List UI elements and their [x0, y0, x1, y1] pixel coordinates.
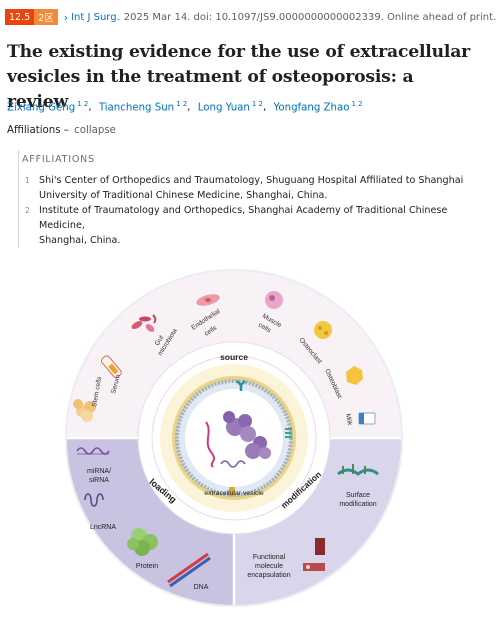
- serum-tube-icon: [100, 355, 122, 379]
- outer-ring-border: [65, 269, 403, 607]
- journal-link[interactable]: Int J Surg.: [71, 11, 120, 23]
- author-separator: ,: [88, 102, 92, 114]
- vesicle-lumen: [185, 389, 283, 487]
- dash-separator: –: [63, 125, 73, 136]
- author-separator: ,: [263, 102, 267, 114]
- loading-label-dna: DNA: [194, 584, 209, 591]
- osteoblast-icon: [346, 366, 363, 385]
- loading-label-lncrna: LncRNA: [90, 524, 116, 531]
- affiliation-text: Shi's Center of Orthopedics and Traumato…: [39, 175, 464, 186]
- affiliation-number: 1: [25, 176, 30, 185]
- mirna-icon: [76, 447, 110, 455]
- graphical-abstract-figure[interactable]: source loading modification extracellula…: [63, 257, 405, 617]
- affiliations-heading: AFFILIATIONS: [22, 154, 95, 165]
- author-affiliation-refs[interactable]: 1 2: [77, 100, 89, 108]
- source-label-milk: Milk: [344, 413, 353, 426]
- rna-cargo-icon: [220, 460, 246, 468]
- membrane-receptor-icon: [229, 380, 292, 496]
- source-label-serum: Serum: [110, 373, 122, 394]
- lncrna-icon: [84, 493, 104, 507]
- author-affiliation-refs[interactable]: 1 2: [176, 100, 188, 108]
- modification-label-surface: Surface: [346, 492, 370, 499]
- gut-microbiota-icon: [131, 314, 157, 332]
- affiliation-number: 2: [25, 206, 30, 215]
- protein-cargo-icon: [223, 411, 271, 459]
- affiliations-toggle[interactable]: Affiliations – collapse: [7, 125, 116, 136]
- author-link[interactable]: Tiancheng Sun: [98, 102, 175, 114]
- affiliation-text: Institute of Traumatology and Orthopedic…: [39, 205, 448, 231]
- collapse-link[interactable]: collapse: [74, 125, 116, 136]
- journal-quartile: 2区: [34, 9, 58, 25]
- encapsulation-device-icon: [303, 538, 325, 571]
- author-link[interactable]: Zixiang Geng: [7, 102, 76, 114]
- rna-cargo-icon: [205, 421, 215, 468]
- impact-factor-badge[interactable]: 12.5 2区: [5, 9, 58, 25]
- author-link[interactable]: Long Yuan: [197, 102, 250, 114]
- endothelial-cell-icon: [196, 294, 220, 306]
- affiliation-item: 1 Shi's Center of Orthopedics and Trauma…: [22, 173, 482, 203]
- affiliation-text: Shanghai, China.: [39, 235, 121, 246]
- loading-label-sirna: siRNA: [89, 477, 109, 484]
- source-label-gut: Gut: [154, 334, 166, 347]
- dna-icon: [167, 552, 211, 588]
- modification-label-surface-2: modification: [339, 501, 376, 508]
- muscle-cell-icon: [265, 291, 283, 309]
- author-affiliation-refs[interactable]: 1 2: [251, 100, 264, 108]
- vesicle-label: extracellular vesicle: [204, 490, 264, 497]
- chevron-right-icon: ›: [63, 10, 69, 24]
- affiliation-item: 2 Institute of Traumatology and Orthoped…: [22, 203, 482, 248]
- affiliation-text: University of Traditional Chinese Medici…: [39, 190, 328, 201]
- author-link[interactable]: Yongfang Zhao: [273, 102, 350, 114]
- citation-details: 2025 Mar 14. doi: 10.1097/JS9.0000000000…: [123, 11, 496, 23]
- milk-carton-icon: [358, 412, 376, 425]
- ev-diagram: source loading modification extracellula…: [65, 269, 403, 607]
- surface-modification-icon: [337, 464, 379, 476]
- author-affiliation-refs[interactable]: 1 2: [351, 100, 363, 108]
- section-label-source: source: [220, 352, 248, 362]
- protein-icon: [127, 528, 158, 556]
- affiliations-label: Affiliations: [7, 125, 61, 136]
- author-separator: ,: [187, 102, 191, 114]
- stem-cells-icon: [73, 399, 96, 422]
- modification-label-molecule: molecule: [255, 563, 283, 570]
- loading-label-protein: Protein: [136, 563, 158, 570]
- affiliations-panel: AFFILIATIONS 1 Shi's Center of Orthopedi…: [18, 150, 482, 248]
- impact-factor: 12.5: [5, 9, 35, 25]
- modification-label-encapsulation: encapsulation: [247, 572, 290, 579]
- modification-label-functional: Functional: [253, 554, 286, 561]
- osteoclast-icon: [314, 321, 332, 339]
- article-title: The existing evidence for the use of ext…: [7, 42, 471, 112]
- citation-bar: 12.5 2区 › Int J Surg. 2025 Mar 14. doi: …: [5, 8, 496, 26]
- loading-label-mirna: miRNA/: [87, 468, 111, 475]
